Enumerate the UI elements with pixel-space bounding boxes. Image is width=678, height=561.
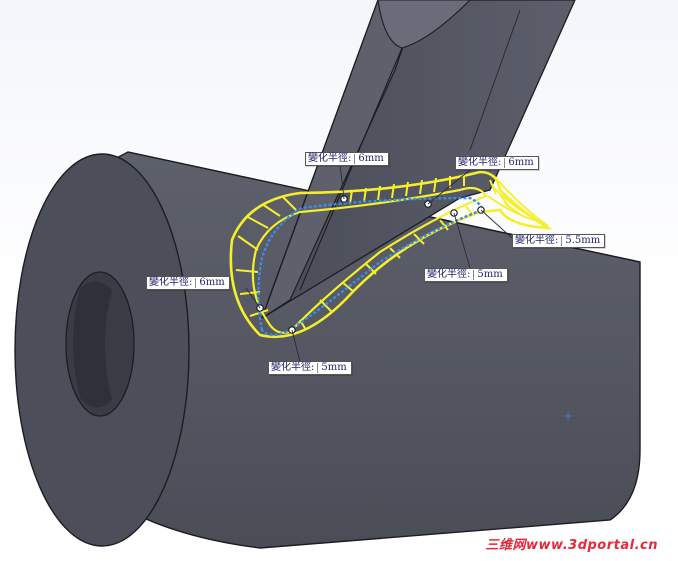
fillet-outer-loop: [229, 170, 553, 339]
radius-callout-bottom[interactable]: 變化半徑: 5mm: [268, 361, 352, 375]
radius-callout-top-right[interactable]: 變化半徑: 6mm: [455, 156, 539, 170]
radius-callout-top-left[interactable]: 變化半徑: 6mm: [305, 152, 389, 166]
leader-line: [245, 287, 261, 309]
arm-edge-line-2: [469, 9, 521, 151]
leader-line: [339, 163, 345, 200]
fillet-inner-loop: [251, 186, 488, 334]
callout-value[interactable]: 5mm: [317, 363, 350, 373]
fillet-tip-fan: [487, 175, 549, 227]
callout-label: 變化半徑:: [515, 235, 559, 246]
leader-line: [480, 209, 513, 239]
leader-line: [427, 169, 471, 205]
radius-callout-right[interactable]: 變化半徑: 5.5mm: [512, 234, 606, 248]
callout-value[interactable]: 6mm: [195, 278, 228, 288]
callout-label: 變化半徑:: [427, 269, 471, 280]
arm-edge-line: [299, 47, 403, 291]
leader-line: [291, 329, 301, 363]
radius-callout-middle-right[interactable]: 變化半徑: 5mm: [424, 268, 508, 282]
callout-value[interactable]: 5.5mm: [561, 236, 604, 246]
fillet-contact-line: [257, 196, 484, 337]
cursor-crosshair-icon: +: [563, 409, 574, 423]
callout-label: 變化半徑:: [271, 362, 315, 373]
callout-label: 變化半徑:: [308, 153, 352, 164]
bore-inner-shade: [73, 281, 112, 408]
callout-label: 變化半徑:: [458, 157, 502, 168]
callout-value[interactable]: 5mm: [473, 270, 506, 280]
callout-value[interactable]: 6mm: [504, 158, 537, 168]
callout-leaders: [245, 163, 513, 363]
watermark-text: 三维网www.3dportal.cn: [485, 538, 658, 553]
callout-value[interactable]: 6mm: [354, 154, 387, 164]
arm-top-bevel: [377, 0, 471, 49]
callout-label: 變化半徑:: [149, 277, 193, 288]
radius-callout-left[interactable]: 變化半徑: 6mm: [146, 276, 230, 290]
leader-line: [453, 212, 471, 269]
